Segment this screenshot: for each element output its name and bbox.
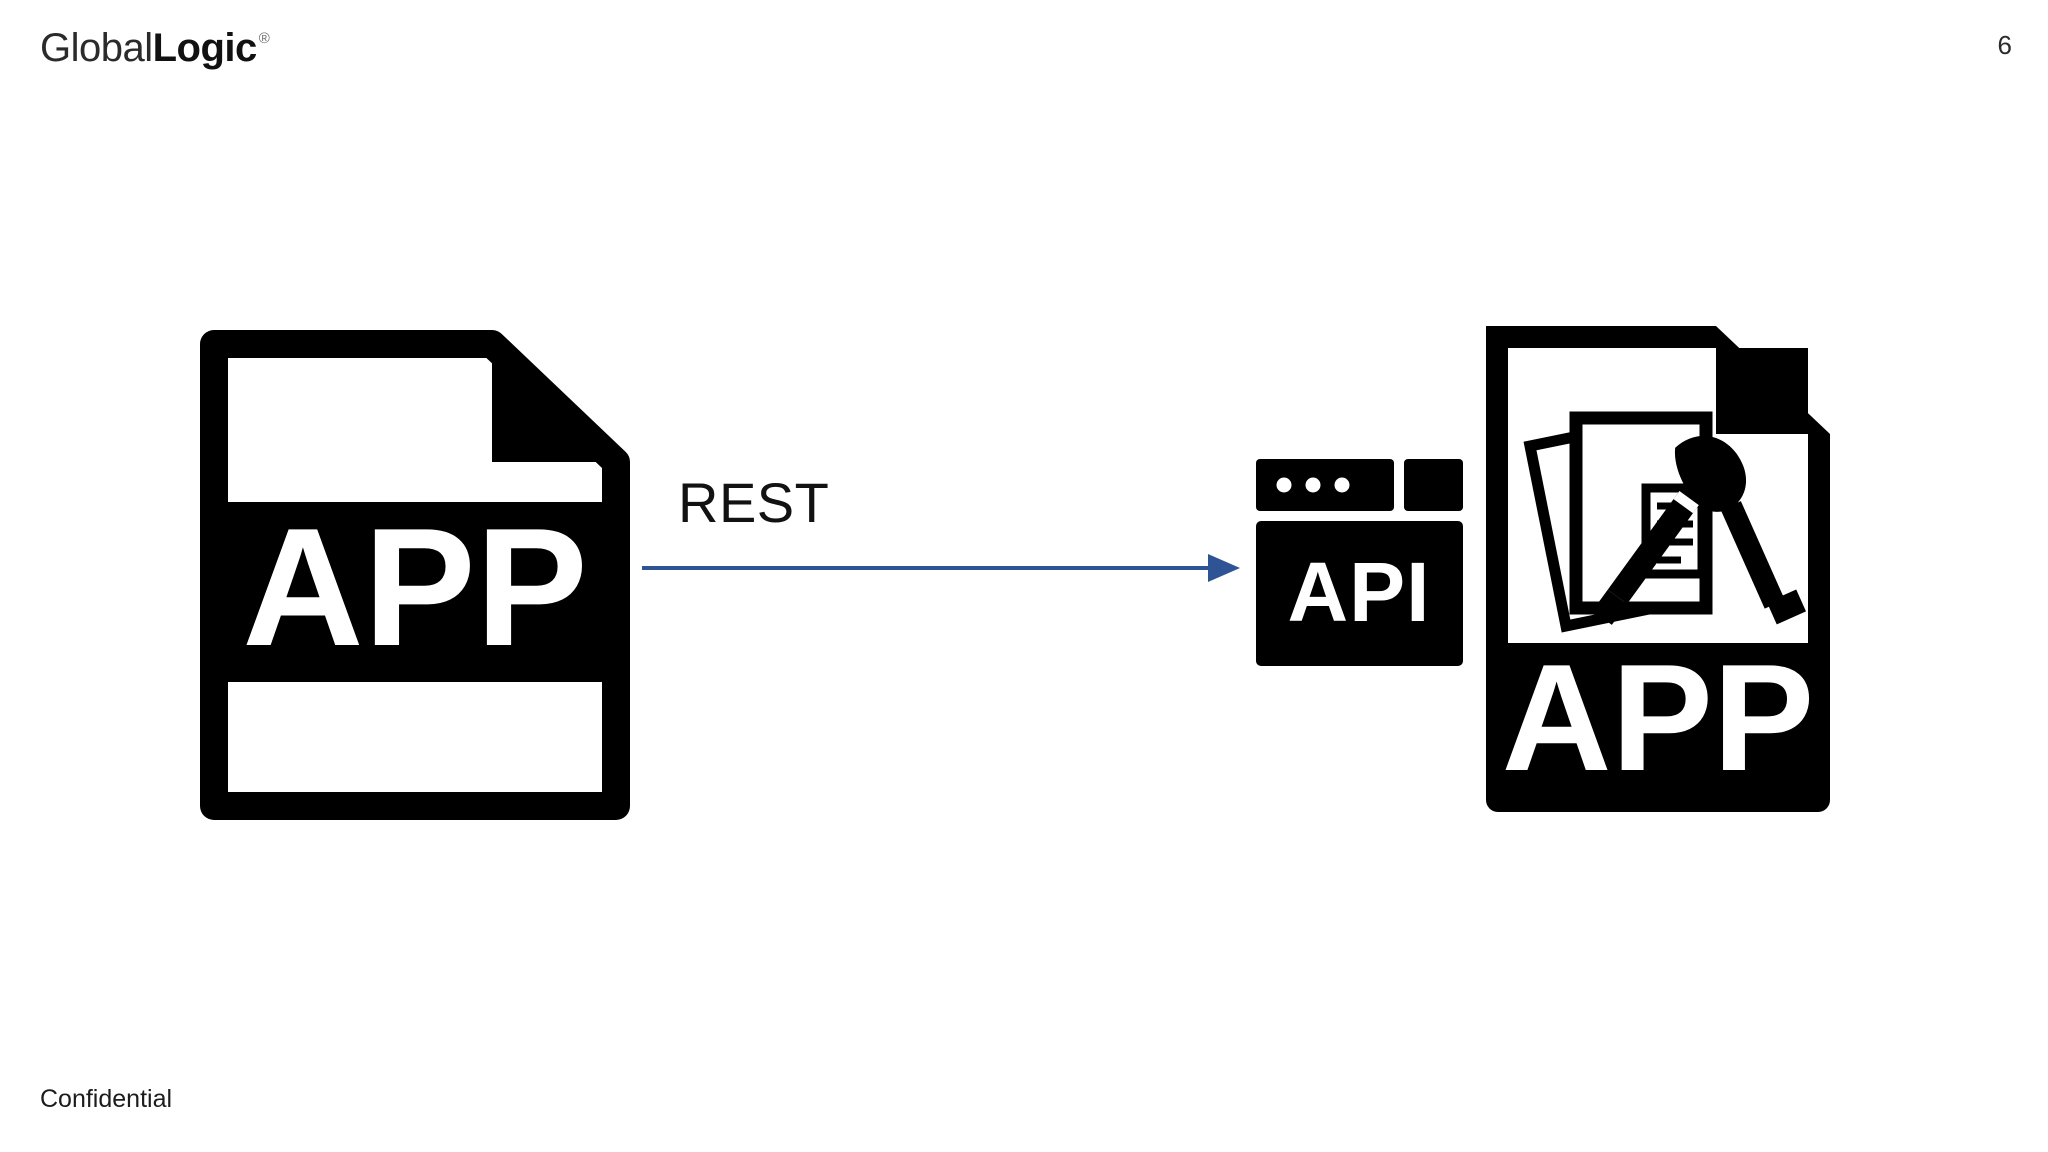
- node-app-server: APP: [1478, 318, 1838, 823]
- window-dot-icon: [1276, 477, 1292, 493]
- window-dot-icon: [1305, 477, 1321, 493]
- page-number: 6: [1997, 30, 2012, 60]
- arrow-right-icon: [642, 554, 1240, 582]
- app-file-icon-label: APP: [242, 493, 587, 681]
- app-file-documents-icon-label: APP: [1502, 633, 1815, 803]
- app-file-icon: APP: [200, 330, 630, 820]
- api-window-icon: API: [1256, 459, 1463, 666]
- connector-rest: REST: [630, 470, 1250, 600]
- footer-confidential: Confidential: [40, 1085, 173, 1113]
- node-app-client: APP: [200, 330, 630, 820]
- node-api: API: [1252, 455, 1467, 670]
- logo-text-logic: Logic: [152, 26, 258, 70]
- window-dot-icon: [1334, 477, 1350, 493]
- api-window-icon-label: API: [1287, 545, 1430, 639]
- logo-text-global: Global: [40, 26, 153, 70]
- paintbrush-icon: [1675, 436, 1806, 625]
- connector-label-rest: REST: [678, 471, 830, 534]
- registered-trademark-icon: ®: [258, 30, 270, 47]
- app-file-documents-icon: APP: [1486, 326, 1830, 812]
